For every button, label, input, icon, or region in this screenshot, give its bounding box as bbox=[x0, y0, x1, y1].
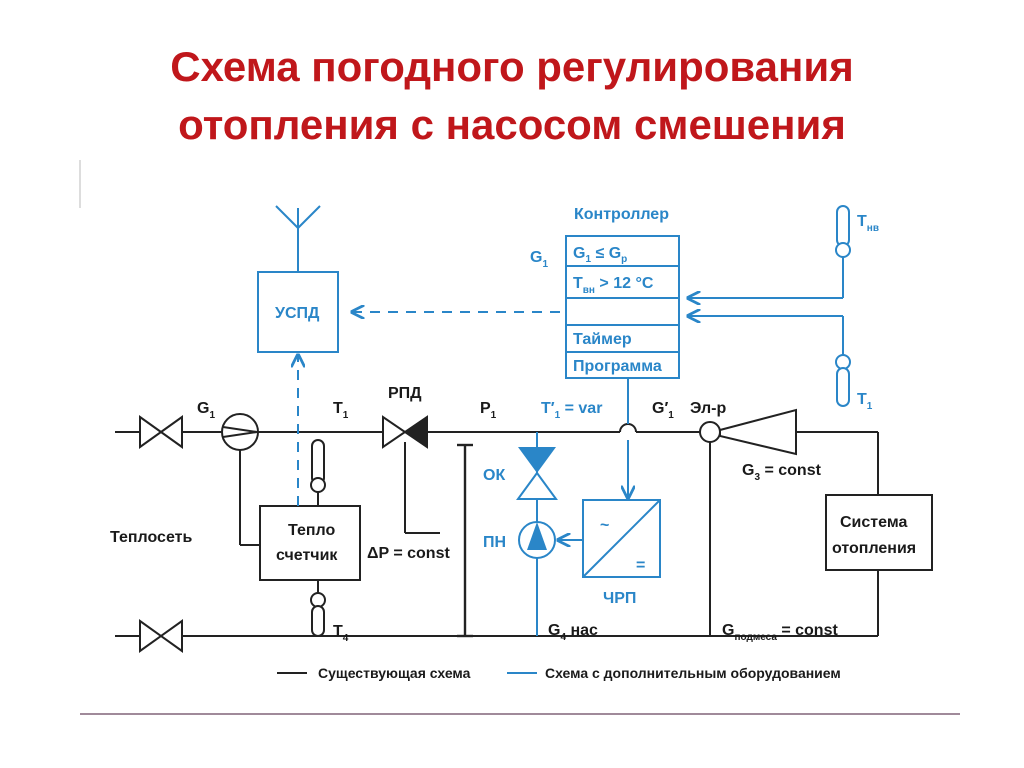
label-delta-p: ΔP = const bbox=[367, 545, 450, 562]
heating-network-label: Теплосеть bbox=[110, 529, 192, 546]
controller-label: Контроллер bbox=[574, 206, 669, 223]
uspd-label: УСПД bbox=[275, 305, 320, 322]
controller-row-tvn: Tвн > 12 °C bbox=[573, 275, 654, 296]
network-pump-icon bbox=[221, 413, 259, 451]
check-valve-label: ОК bbox=[483, 467, 505, 484]
heat-meter-box bbox=[259, 505, 361, 581]
title-line-2: отопления с насосом смешения bbox=[178, 101, 846, 148]
legend: Существующая схема Схема с дополнительны… bbox=[277, 665, 841, 681]
thermometer-supply-blue bbox=[835, 354, 851, 407]
mixing-pump-label: ПН bbox=[483, 534, 506, 551]
heat-meter-label-1: Тепло bbox=[288, 522, 335, 539]
elevator-jet-pump bbox=[699, 408, 797, 456]
label-p1: P1 bbox=[480, 400, 497, 421]
label-t4: T4 bbox=[333, 623, 349, 644]
vfd-label: ЧРП bbox=[603, 590, 636, 607]
controller-box bbox=[565, 235, 680, 379]
controller-row-g1-gp: G1 ≤ Gр bbox=[573, 245, 627, 265]
heating-system-box bbox=[825, 494, 933, 571]
check-valve-icon bbox=[516, 447, 558, 500]
heating-system-label-2: отопления bbox=[832, 540, 916, 557]
uspd-box bbox=[257, 271, 339, 353]
sensor-label-t1-blue: T1 bbox=[857, 391, 873, 412]
legend-additional-label: Схема с дополнительным оборудованием bbox=[545, 665, 841, 681]
label-elevator: Эл-р bbox=[690, 400, 726, 417]
thermometer-t1 bbox=[310, 439, 326, 493]
label-t1-var: T′1 = var bbox=[541, 400, 602, 421]
existing-pipework bbox=[115, 423, 879, 638]
thermometer-t4 bbox=[310, 592, 326, 637]
legend-existing-label: Существующая схема bbox=[318, 665, 471, 681]
label-g4: G4 нас bbox=[548, 622, 598, 643]
label-g1: G1 bbox=[197, 400, 215, 421]
label-g-podmesa: Gподмеса = const bbox=[722, 622, 838, 643]
valve-return bbox=[139, 619, 183, 653]
thermometer-outdoor bbox=[835, 205, 851, 258]
controller-row-timer: Таймер bbox=[573, 331, 632, 348]
slide-title: Схема погодного регулирования отопления … bbox=[0, 38, 1024, 154]
vfd-dc-symbol: = bbox=[636, 557, 645, 574]
vfd-ac-symbol: ~ bbox=[600, 517, 609, 534]
heating-system-label-1: Система bbox=[840, 514, 907, 531]
vfd-box: ~ = bbox=[582, 499, 661, 578]
label-t1: T1 bbox=[333, 400, 349, 421]
valve-supply bbox=[139, 415, 183, 449]
mixing-pump-icon bbox=[518, 521, 556, 559]
heat-meter-label-2: счетчик bbox=[276, 547, 338, 564]
label-g1-prime: G′1 bbox=[652, 400, 674, 421]
pressure-regulator-rpd bbox=[382, 415, 428, 449]
label-g3: G3 = const bbox=[742, 462, 822, 483]
label-rpd: РПД bbox=[388, 385, 422, 402]
controller-row-program: Программа bbox=[573, 358, 662, 375]
title-line-1: Схема погодного регулирования bbox=[170, 43, 854, 90]
controller-input-g1: G1 bbox=[530, 249, 548, 270]
sensor-label-tnv: Tнв bbox=[857, 213, 879, 234]
